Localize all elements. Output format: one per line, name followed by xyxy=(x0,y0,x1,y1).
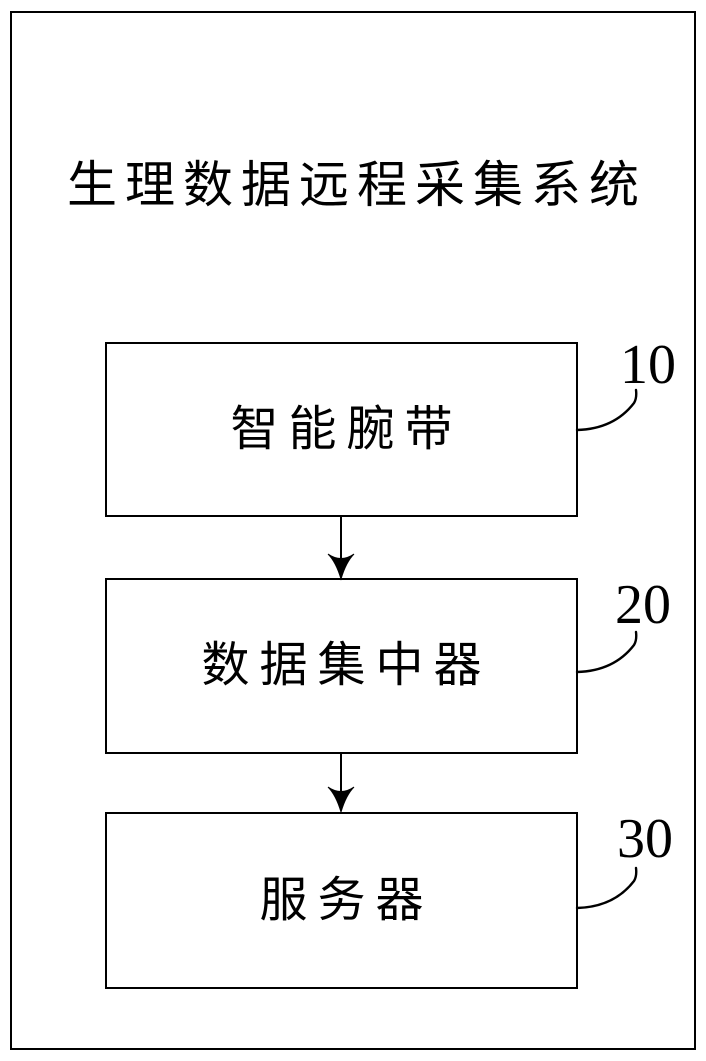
ref-label-30: 30 xyxy=(617,808,673,870)
node-data-concentrator-label: 数据集中器 xyxy=(201,639,492,692)
ref-label-10: 10 xyxy=(620,334,676,396)
node-server: 服务器 xyxy=(105,812,578,989)
figure-title: 生理数据远程采集系统 xyxy=(67,157,647,213)
node-server-label: 服务器 xyxy=(259,873,434,927)
ref-label-20: 20 xyxy=(615,574,671,636)
node-smart-wristband-label: 智能腕带 xyxy=(230,402,463,456)
node-smart-wristband: 智能腕带 xyxy=(105,342,578,517)
node-data-concentrator: 数据集中器 xyxy=(105,578,578,754)
